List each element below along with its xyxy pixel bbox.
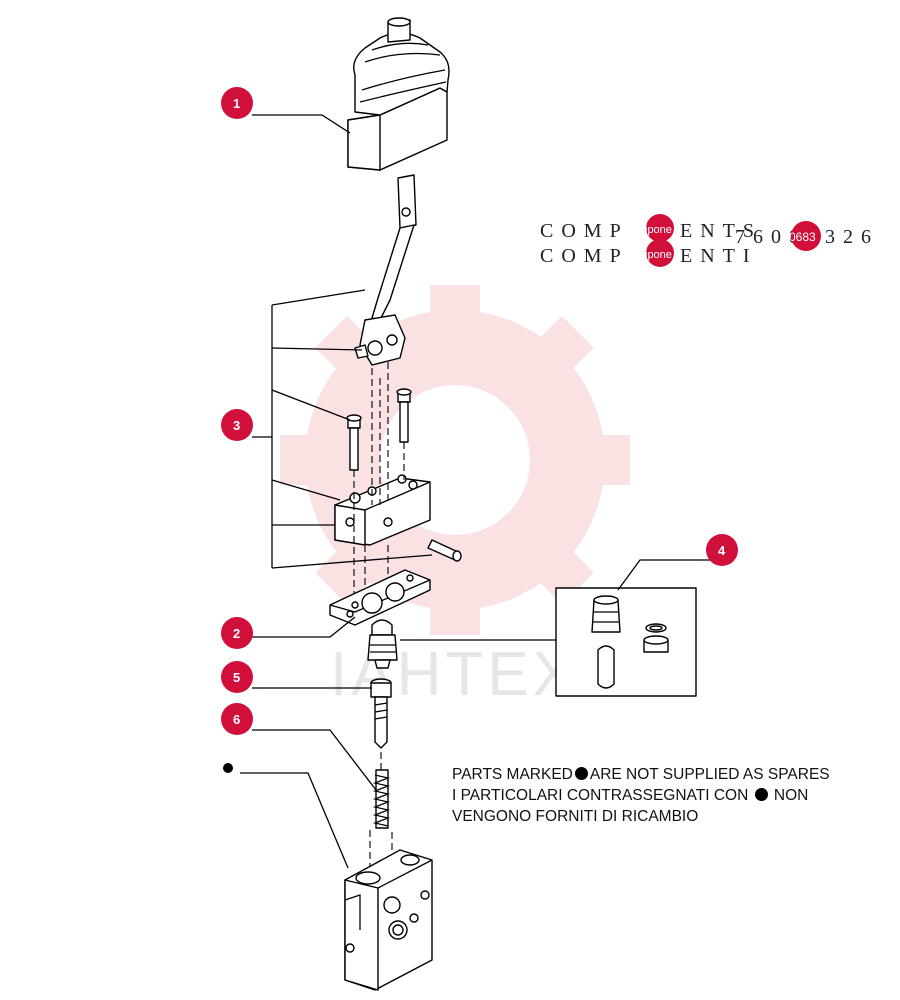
- part-lever-assembly: [334, 174, 462, 615]
- svg-text:4: 4: [718, 543, 726, 558]
- callout-4: 4: [706, 534, 738, 566]
- component-header: COMP ENTS 76083326 COMP ENTI ipone ipone…: [540, 214, 871, 267]
- part-seal-kit-box: [555, 587, 697, 697]
- callout-5: 5: [221, 661, 253, 693]
- watermark-text: IAHTEX: [330, 640, 578, 709]
- note-line-1: PARTS MARKED ARE NOT SUPPLIED AS SPARES: [452, 764, 830, 785]
- not-supplied-marker: [223, 763, 233, 773]
- marker-dot-icon: [574, 767, 588, 780]
- note-line-2b: NON: [773, 787, 809, 804]
- badge-text-2: ipone: [645, 249, 672, 261]
- watermark-gear: [280, 285, 630, 635]
- badge-text-3: 0683: [789, 230, 816, 244]
- part-plunger: [367, 619, 398, 669]
- part-spring: [372, 752, 391, 829]
- component-label-2b: ENTI: [680, 245, 758, 267]
- note-line-2: I PARTICOLARI CONTRASSEGNATI CON NON: [452, 785, 830, 806]
- note-line-3: VENGONO FORNITI DI RICAMBIO: [452, 808, 699, 825]
- callout-6: 6: [221, 703, 253, 735]
- badge-text-1: ipone: [645, 224, 672, 236]
- marker-dot-icon: [754, 788, 768, 801]
- svg-text:1: 1: [233, 96, 240, 111]
- svg-text:6: 6: [233, 712, 240, 727]
- note-line-2a: I PARTICOLARI CONTRASSEGNATI CON: [452, 787, 749, 804]
- component-label-1a: COMP: [540, 220, 629, 242]
- svg-text:2: 2: [233, 626, 240, 641]
- component-label-1b: ENTS: [680, 220, 762, 242]
- callout-1: 1: [221, 87, 253, 119]
- leader-lines: [240, 114, 710, 869]
- callout-2: 2: [221, 617, 253, 649]
- svg-text:5: 5: [233, 670, 240, 685]
- callout-3: 3: [221, 409, 253, 441]
- spares-note: PARTS MARKED ARE NOT SUPPLIED AS SPARES I…: [452, 764, 830, 827]
- component-label-2a: COMP: [540, 245, 629, 267]
- svg-text:3: 3: [233, 418, 240, 433]
- part-plate: [329, 569, 431, 626]
- part-rubber-boot: [347, 17, 450, 171]
- part-screw: [370, 678, 392, 749]
- note-line-1b: ARE NOT SUPPLIED AS SPARES: [589, 766, 830, 783]
- part-valve-body: [344, 830, 433, 991]
- note-line-1a: PARTS MARKED: [452, 766, 573, 783]
